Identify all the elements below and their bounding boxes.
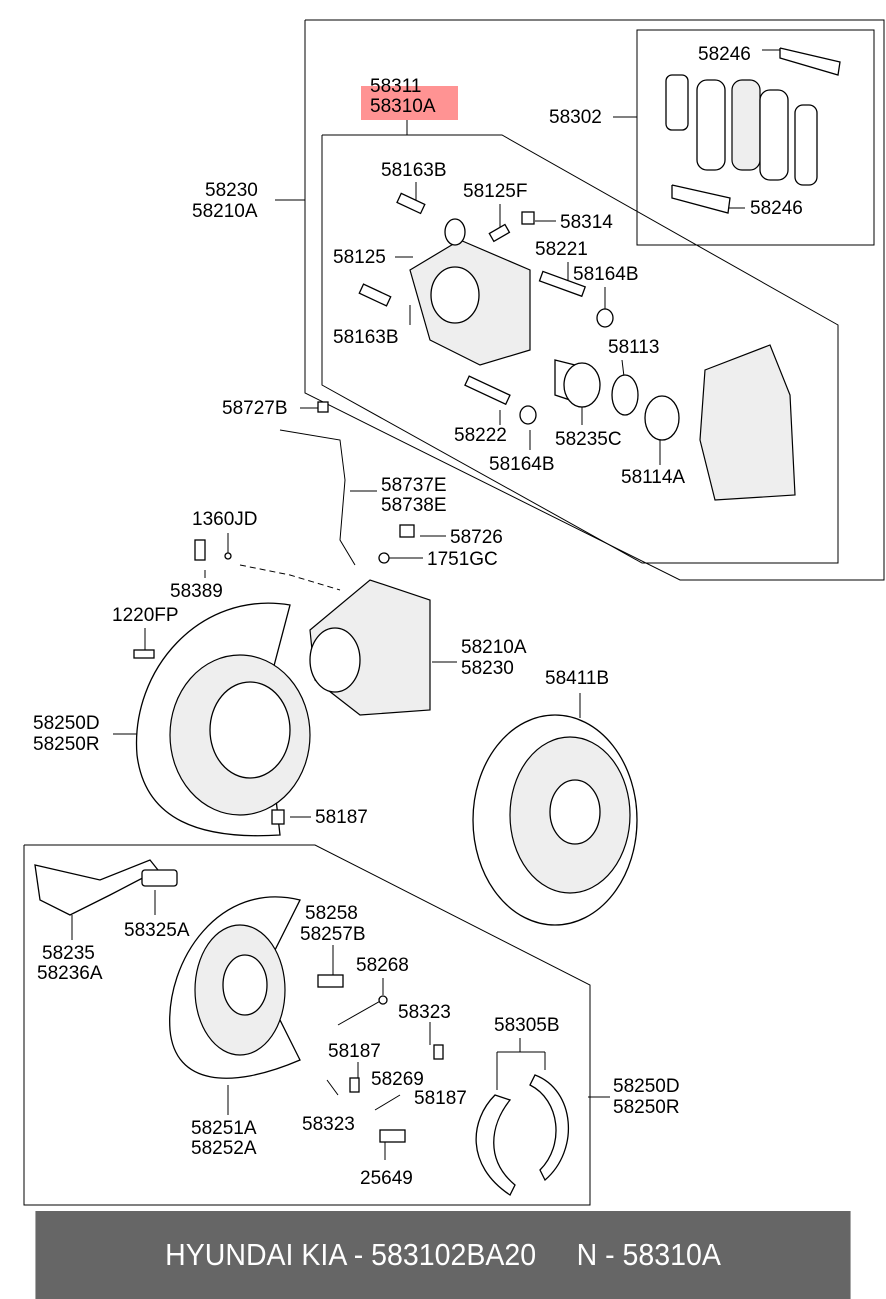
label-58114A: 58114A [621, 467, 685, 488]
label-58125: 58125 [333, 247, 386, 268]
label-58250D: 58250D [33, 713, 100, 734]
label-58411B: 58411B [545, 668, 609, 689]
label-58236A: 58236A [37, 963, 103, 984]
label-58250R: 58250R [33, 734, 100, 755]
label-58210A: 58210A [461, 637, 527, 658]
label-58737E: 58737E [381, 475, 447, 496]
label-58210A: 58210A [192, 201, 258, 222]
label-58727B: 58727B [222, 398, 288, 419]
label-58268: 58268 [356, 955, 409, 976]
label-58235C: 58235C [555, 429, 622, 450]
label-1360JD: 1360JD [192, 509, 258, 530]
label-58325A: 58325A [124, 920, 190, 941]
label-58302: 58302 [549, 107, 602, 128]
label-58310A-highlighted: 58310A [370, 96, 436, 117]
label-58269: 58269 [371, 1069, 424, 1090]
brake-disc-icon [472, 714, 638, 926]
part-labels: 58311 58310A 58246 58302 58246 58230 582… [33, 44, 803, 1189]
label-58222: 58222 [454, 425, 507, 446]
label-58246: 58246 [750, 198, 803, 219]
brake-hose-icon [133, 401, 415, 659]
label-58726: 58726 [450, 527, 503, 548]
label-58251A: 58251A [191, 1118, 257, 1139]
parking-brake-parts-icon [34, 859, 570, 1196]
label-58305B: 58305B [494, 1015, 560, 1036]
brake-caliper-icon [358, 192, 796, 501]
label-58250R: 58250R [613, 1097, 680, 1118]
label-58164B: 58164B [573, 264, 639, 285]
label-58113: 58113 [608, 337, 659, 358]
label-58164B: 58164B [489, 454, 555, 475]
part-number-banner: HYUNDAI KIA - 583102BA20 N - 58310A [35, 1211, 851, 1299]
label-58252A: 58252A [191, 1138, 257, 1159]
label-58323: 58323 [302, 1114, 355, 1135]
label-1220FP: 1220FP [112, 605, 179, 626]
caliper-on-disc-icon [309, 579, 431, 716]
parking-brake-frame [23, 844, 591, 1206]
label-58314: 58314 [560, 212, 613, 233]
label-58187: 58187 [315, 807, 368, 828]
label-1751GC: 1751GC [427, 549, 498, 570]
label-58125F: 58125F [463, 181, 527, 202]
label-58187: 58187 [414, 1088, 467, 1109]
caliper-subassembly-frame [321, 134, 839, 564]
reference-number: N - 58310A [576, 1237, 721, 1272]
pad-kit-frame [636, 29, 875, 246]
label-25649: 25649 [360, 1168, 413, 1189]
label-58323: 58323 [398, 1002, 451, 1023]
label-58311: 58311 [370, 76, 421, 97]
brand-part-number: HYUNDAI KIA - 583102BA20 [165, 1237, 537, 1272]
label-58230: 58230 [205, 180, 258, 201]
label-58230: 58230 [461, 658, 514, 679]
label-58163B: 58163B [381, 160, 447, 181]
caliper-assembly-frame [304, 19, 885, 581]
label-58235: 58235 [42, 943, 95, 964]
label-58250D: 58250D [613, 1076, 680, 1097]
label-58258: 58258 [305, 903, 358, 924]
label-58257B: 58257B [300, 924, 366, 945]
highlighted-part-marker [361, 86, 458, 120]
label-58389: 58389 [170, 581, 223, 602]
label-58738E: 58738E [381, 495, 447, 516]
backing-plate-icon [135, 602, 311, 837]
brake-pads-icon [665, 47, 841, 214]
label-58221: 58221 [535, 239, 588, 260]
label-58163B: 58163B [333, 327, 399, 348]
label-58187: 58187 [328, 1041, 381, 1062]
label-58246: 58246 [698, 44, 751, 65]
